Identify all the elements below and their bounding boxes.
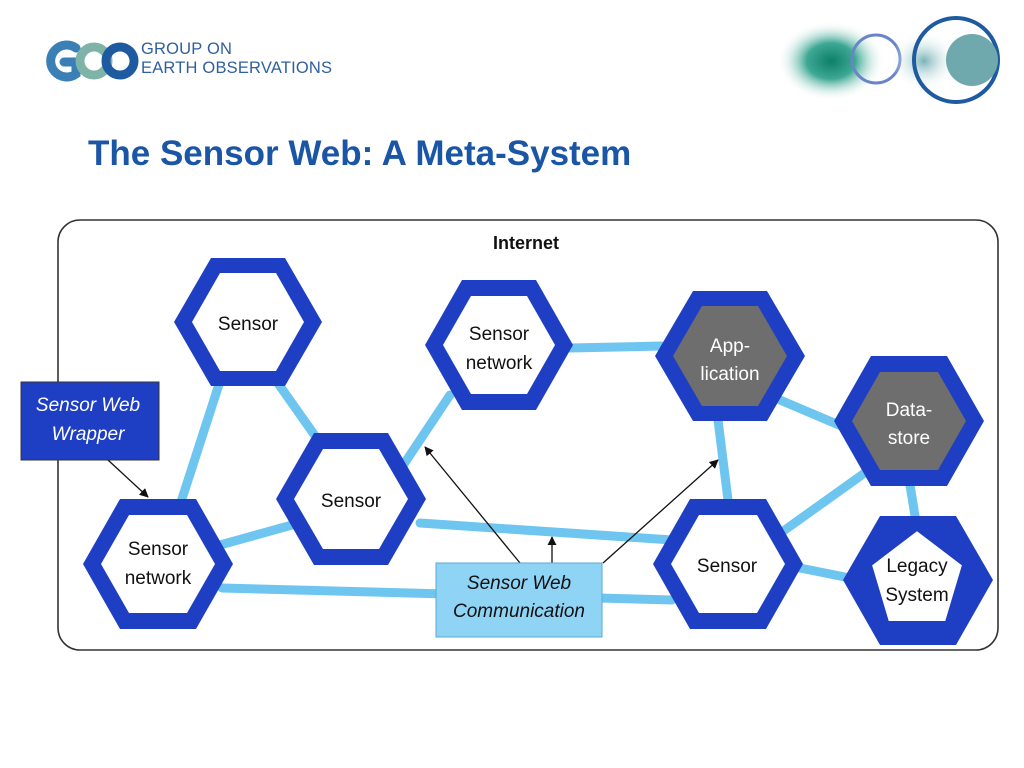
callout-line2: Communication bbox=[453, 601, 585, 622]
link-sensor-network-center-application bbox=[565, 341, 667, 353]
callout-sensor-web-communication: Sensor Web Communication bbox=[435, 562, 603, 638]
callout-sensor-web-wrapper: Sensor Web Wrapper bbox=[20, 381, 160, 461]
callout-line1: Sensor Web bbox=[467, 573, 571, 594]
node-label-line2: network bbox=[125, 568, 192, 589]
node-label-line2: lication bbox=[700, 364, 759, 385]
link-sensor-network-left-sensor-middle bbox=[215, 520, 297, 550]
org-name-line1: GROUP ON bbox=[141, 40, 233, 58]
geo-logo bbox=[46, 40, 139, 82]
node-sensor-network-center: Sensor network bbox=[425, 280, 573, 410]
annotation-arrows bbox=[107, 446, 719, 564]
node-legacy-system: Legacy System bbox=[843, 516, 993, 645]
geo-circles-emblem bbox=[777, 16, 1000, 104]
node-label-line1: Sensor bbox=[469, 324, 530, 345]
node-sensor-right: Sensor bbox=[653, 499, 803, 629]
slide-title: The Sensor Web: A Meta-System bbox=[88, 134, 632, 173]
link-sensor-middle-sensor-right bbox=[415, 518, 677, 545]
node-sensor-middle: Sensor bbox=[276, 433, 426, 565]
node-sensor-top-left: Sensor bbox=[174, 258, 322, 386]
node-label-line1: Legacy bbox=[886, 556, 948, 577]
internet-label: Internet bbox=[493, 233, 559, 253]
node-label-line2: System bbox=[885, 585, 948, 606]
callout-line2: Wrapper bbox=[52, 424, 126, 445]
callout-line1: Sensor Web bbox=[36, 395, 140, 416]
node-datastore: Data- store bbox=[834, 356, 984, 486]
link-sensor-right-legacy bbox=[795, 563, 855, 583]
arrow-communication-to-application bbox=[602, 459, 719, 564]
node-label: Sensor bbox=[321, 491, 382, 512]
org-name: GROUP ON EARTH OBSERVATIONS bbox=[141, 40, 361, 78]
link-datastore-legacy bbox=[905, 480, 921, 527]
node-label-line2: network bbox=[466, 353, 533, 374]
arrow-communication-to-sensor-middle bbox=[424, 446, 521, 564]
node-label-line1: Sensor bbox=[128, 539, 189, 560]
node-label: Sensor bbox=[697, 556, 758, 577]
link-sensor-right-datastore bbox=[777, 467, 871, 537]
node-label: Sensor bbox=[218, 314, 279, 335]
org-name-line2: EARTH OBSERVATIONS bbox=[141, 59, 333, 77]
node-label-line1: Data- bbox=[886, 400, 932, 421]
node-application: App- lication bbox=[655, 291, 805, 421]
link-application-datastore bbox=[775, 395, 851, 433]
link-sensor-middle-sensor-network-center bbox=[395, 390, 455, 475]
node-label-line2: store bbox=[888, 428, 930, 449]
arrow-wrapper bbox=[107, 459, 149, 498]
node-sensor-network-left: Sensor network bbox=[83, 499, 233, 629]
link-sensor-topleft-sensor-network-left bbox=[175, 370, 227, 510]
link-application-sensor-right bbox=[713, 415, 733, 505]
node-label-line1: App- bbox=[710, 336, 750, 357]
